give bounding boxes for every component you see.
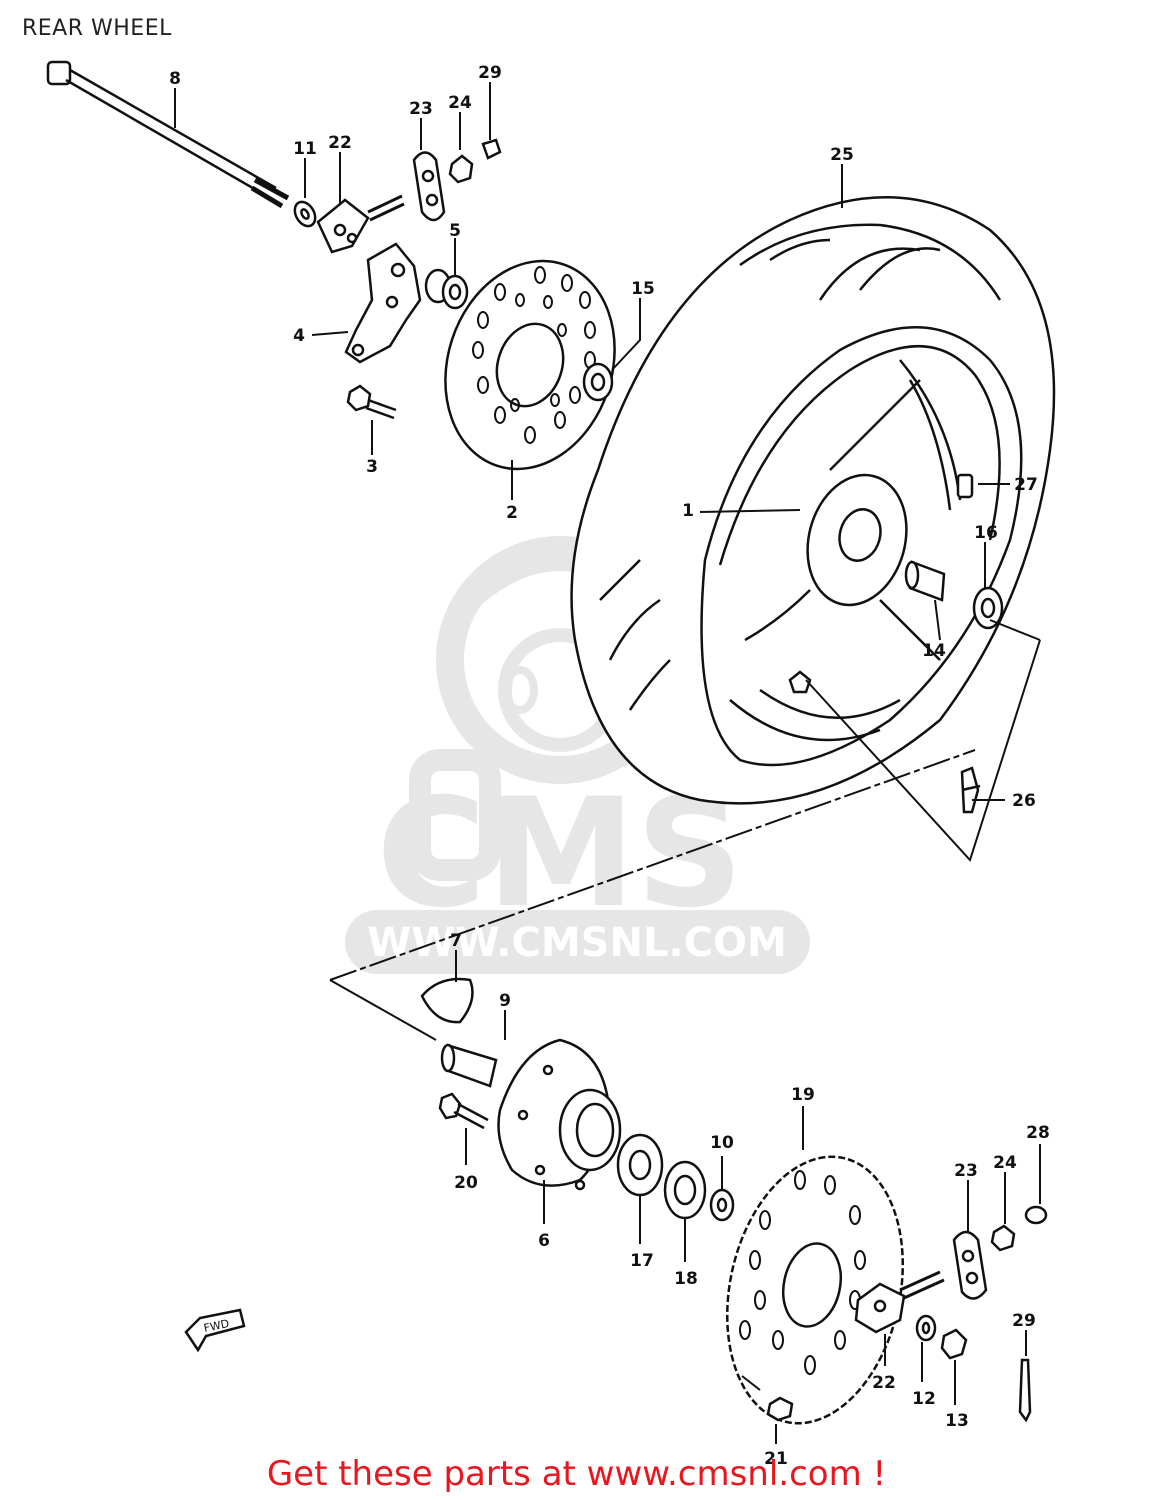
brake-disc-2	[444, 259, 616, 471]
spacer-9	[440, 1043, 498, 1088]
callout-7: 7	[450, 931, 462, 951]
callout-15: 15	[631, 279, 655, 299]
nut-21	[766, 1396, 794, 1422]
nut-13	[940, 1328, 968, 1360]
callout-9: 9	[499, 991, 511, 1011]
callout-14: 14	[922, 641, 946, 661]
cotter-pin-29-lower	[1018, 1358, 1032, 1423]
callout-10: 10	[710, 1133, 734, 1153]
page-title: REAR WHEEL	[22, 16, 172, 41]
callout-24: 24	[993, 1153, 1017, 1173]
adjuster-plate-23-lower	[952, 1230, 988, 1300]
callout-11: 11	[293, 139, 317, 159]
caliper-bracket-4	[344, 242, 422, 364]
callout-18: 18	[674, 1269, 698, 1289]
watermark-url-band	[345, 910, 810, 974]
callout-1: 1	[682, 501, 694, 521]
sprocket-mounting-drum-6	[497, 1038, 622, 1191]
adjuster-plate-23-upper	[412, 151, 446, 222]
callout-27: 27	[1014, 475, 1038, 495]
callout-29: 29	[1012, 1311, 1036, 1331]
callout-13: 13	[945, 1411, 969, 1431]
fwd-label: FWD	[203, 1317, 231, 1335]
bolt-20	[438, 1092, 489, 1130]
oil-seal-18	[663, 1160, 707, 1220]
callout-12: 12	[912, 1389, 936, 1409]
callout-28: 28	[1026, 1123, 1050, 1143]
cotter-pin-29-upper	[481, 138, 502, 160]
dust-seal-15	[582, 362, 614, 402]
nut-24-lower	[990, 1224, 1016, 1252]
nut-24-upper	[448, 154, 474, 184]
leader-lines	[174, 82, 1041, 1444]
axle-8	[46, 60, 290, 209]
collar-5	[424, 268, 469, 310]
callout-20: 20	[454, 1173, 478, 1193]
callout-17: 17	[630, 1251, 654, 1271]
callout-2: 2	[506, 503, 518, 523]
callout-4: 4	[293, 326, 305, 346]
cms-watermark: CMS WWW.CMSNL.COM	[345, 536, 810, 974]
callout-23: 23	[954, 1161, 978, 1181]
callout-5: 5	[449, 221, 461, 241]
callout-labels: 8 29 23 24 11 22 5 25 15 4 3 2 1 27 16 1…	[169, 63, 1050, 1469]
collar-10	[709, 1188, 735, 1222]
fwd-arrow-icon: FWD	[184, 1308, 246, 1353]
callout-21: 21	[764, 1449, 788, 1469]
chain-adjuster-22-lower	[854, 1270, 945, 1334]
callout-25: 25	[830, 145, 854, 165]
footer-parts-link[interactable]: Get these parts at www.cmsnl.com !	[266, 1454, 887, 1494]
damper-7	[420, 977, 474, 1024]
callout-23: 23	[409, 99, 433, 119]
callout-3: 3	[366, 457, 378, 477]
callout-19: 19	[791, 1085, 815, 1105]
callout-22: 22	[872, 1373, 896, 1393]
rear-sprocket-19	[725, 1155, 905, 1425]
valve-26	[960, 766, 981, 814]
watermark-url: WWW.CMSNL.COM	[367, 920, 787, 966]
callout-29: 29	[478, 63, 502, 83]
callout-26: 26	[1012, 791, 1036, 811]
washer-11	[293, 200, 317, 228]
bearing-17	[616, 1133, 664, 1197]
washer-12	[915, 1314, 937, 1342]
chain-adjuster-22-upper	[316, 194, 405, 254]
callout-16: 16	[974, 523, 998, 543]
cotter-28	[1024, 1205, 1048, 1225]
damper-27	[956, 473, 974, 499]
callout-6: 6	[538, 1231, 550, 1251]
callout-24: 24	[448, 93, 472, 113]
rim-1	[700, 326, 1023, 767]
callout-22: 22	[328, 133, 352, 153]
spacer-16	[904, 560, 946, 602]
callout-8: 8	[169, 69, 181, 89]
bearing-14	[972, 586, 1004, 630]
bolt-3	[346, 384, 397, 420]
